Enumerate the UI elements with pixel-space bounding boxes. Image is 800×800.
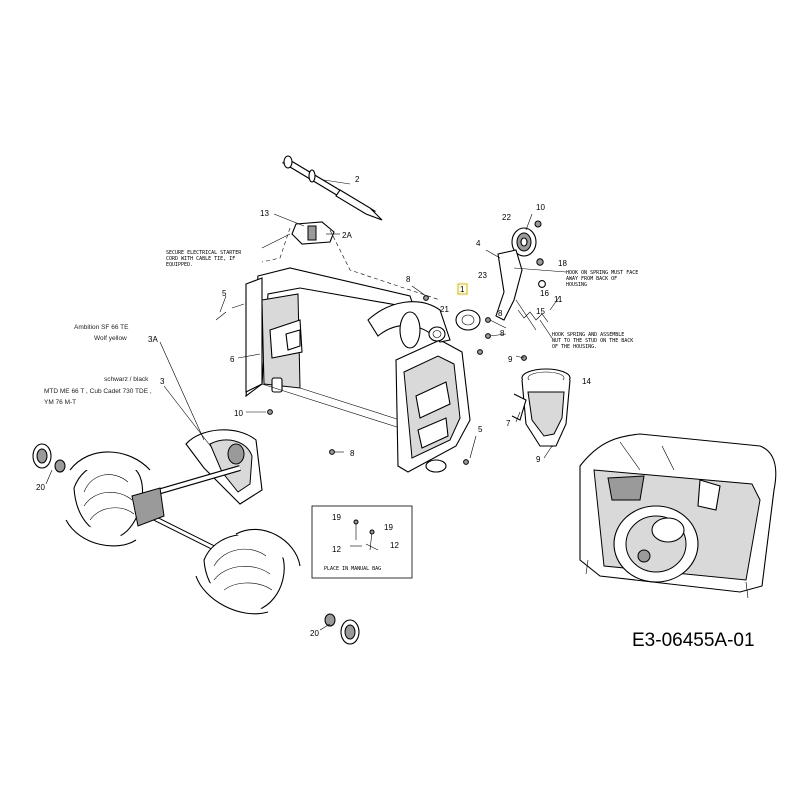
label-10a: 10 bbox=[536, 203, 545, 212]
note-hook-assemble-1: HOOK SPRING AND ASSEMBLE bbox=[552, 332, 624, 338]
label-10b: 10 bbox=[234, 409, 243, 418]
note-hook-assemble-3: OF THE HOUSING. bbox=[552, 344, 597, 350]
hardware-small bbox=[215, 220, 555, 465]
manual-bag-box bbox=[311, 505, 413, 579]
note-hook-face-2: AWAY FROM BACK OF bbox=[566, 276, 617, 282]
note-manual-bag: PLACE IN MANUAL BAG bbox=[324, 566, 381, 572]
label-2a: 2A bbox=[342, 231, 352, 240]
variant-notes: Ambition SF 66 TE Wolf yellow schwarz / … bbox=[44, 324, 152, 406]
note-hook-face-3: HOUSING bbox=[566, 282, 587, 288]
label-5b: 5 bbox=[478, 425, 483, 434]
label-3a: 3A bbox=[148, 335, 158, 344]
idler-arm-23 bbox=[485, 249, 537, 331]
chute-base-14 bbox=[511, 368, 571, 447]
label-9b: 9 bbox=[536, 455, 541, 464]
bearing-flange-1 bbox=[455, 283, 481, 331]
label-12a: 12 bbox=[332, 545, 341, 554]
spring-15 bbox=[517, 309, 549, 323]
label-5a: 5 bbox=[222, 289, 227, 298]
label-7: 7 bbox=[506, 419, 511, 428]
label-18: 18 bbox=[558, 259, 567, 268]
label-16: 16 bbox=[540, 289, 549, 298]
document-id: E3-06455A-01 bbox=[632, 630, 755, 651]
variant-black-3: YM 76 M-T bbox=[44, 399, 76, 406]
bearing-21 bbox=[428, 326, 446, 342]
label-11: 11 bbox=[554, 295, 563, 304]
auger-assembly bbox=[65, 451, 301, 615]
note-cable-tie-2: CORD WITH CABLE TIE, IF bbox=[166, 256, 235, 262]
assembly-notes: SECURE ELECTRICAL STARTER CORD WITH CABL… bbox=[166, 250, 638, 572]
label-8b: 8 bbox=[498, 309, 503, 318]
label-23: 23 bbox=[478, 271, 487, 280]
label-12b: 12 bbox=[390, 541, 399, 550]
label-8c: 8 bbox=[500, 329, 505, 338]
variant-ambition-2: Wolf yellow bbox=[94, 335, 127, 342]
label-4: 4 bbox=[476, 239, 481, 248]
label-20a: 20 bbox=[36, 483, 45, 492]
leader-lines bbox=[45, 179, 567, 631]
label-13: 13 bbox=[260, 209, 269, 218]
variant-black-2: MTD ME 66 T , Cub Cadet 730 TDE , bbox=[44, 388, 152, 395]
label-8d: 8 bbox=[350, 449, 355, 458]
label-22: 22 bbox=[502, 213, 511, 222]
note-cable-tie-1: SECURE ELECTRICAL STARTER bbox=[166, 250, 242, 256]
bracket-13 bbox=[261, 221, 441, 301]
note-cable-tie-3: EQUIPPED. bbox=[166, 262, 193, 268]
pulley-22 bbox=[511, 227, 537, 257]
label-14: 14 bbox=[582, 377, 591, 386]
label-2: 2 bbox=[355, 175, 360, 184]
label-1: 1 bbox=[460, 285, 465, 294]
label-6: 6 bbox=[230, 355, 235, 364]
highlight-box bbox=[457, 283, 468, 295]
label-19a: 19 bbox=[332, 513, 341, 522]
label-9a: 9 bbox=[508, 355, 513, 364]
note-hook-face-1: HOOK ON SPRING MUST FACE bbox=[566, 270, 638, 276]
variant-black-1: schwarz / black bbox=[104, 376, 149, 383]
drive-shaft bbox=[282, 155, 383, 221]
label-21: 21 bbox=[440, 305, 449, 314]
label-8a: 8 bbox=[406, 275, 411, 284]
assembled-view-thumbnail bbox=[579, 433, 777, 599]
part-labels: 2 13 2A 22 10 4 18 23 16 8 1 21 8 11 15 … bbox=[36, 175, 591, 638]
shield-3a bbox=[185, 429, 263, 505]
bearing-20-left bbox=[32, 443, 66, 473]
variant-ambition-1: Ambition SF 66 TE bbox=[74, 324, 129, 331]
note-hook-assemble-2: NUT TO THE STUD ON THE BACK bbox=[552, 338, 633, 344]
bearing-20-right bbox=[324, 613, 360, 645]
label-20b: 20 bbox=[310, 629, 319, 638]
label-3: 3 bbox=[160, 377, 165, 386]
label-19b: 19 bbox=[384, 523, 393, 532]
label-15: 15 bbox=[536, 307, 545, 316]
